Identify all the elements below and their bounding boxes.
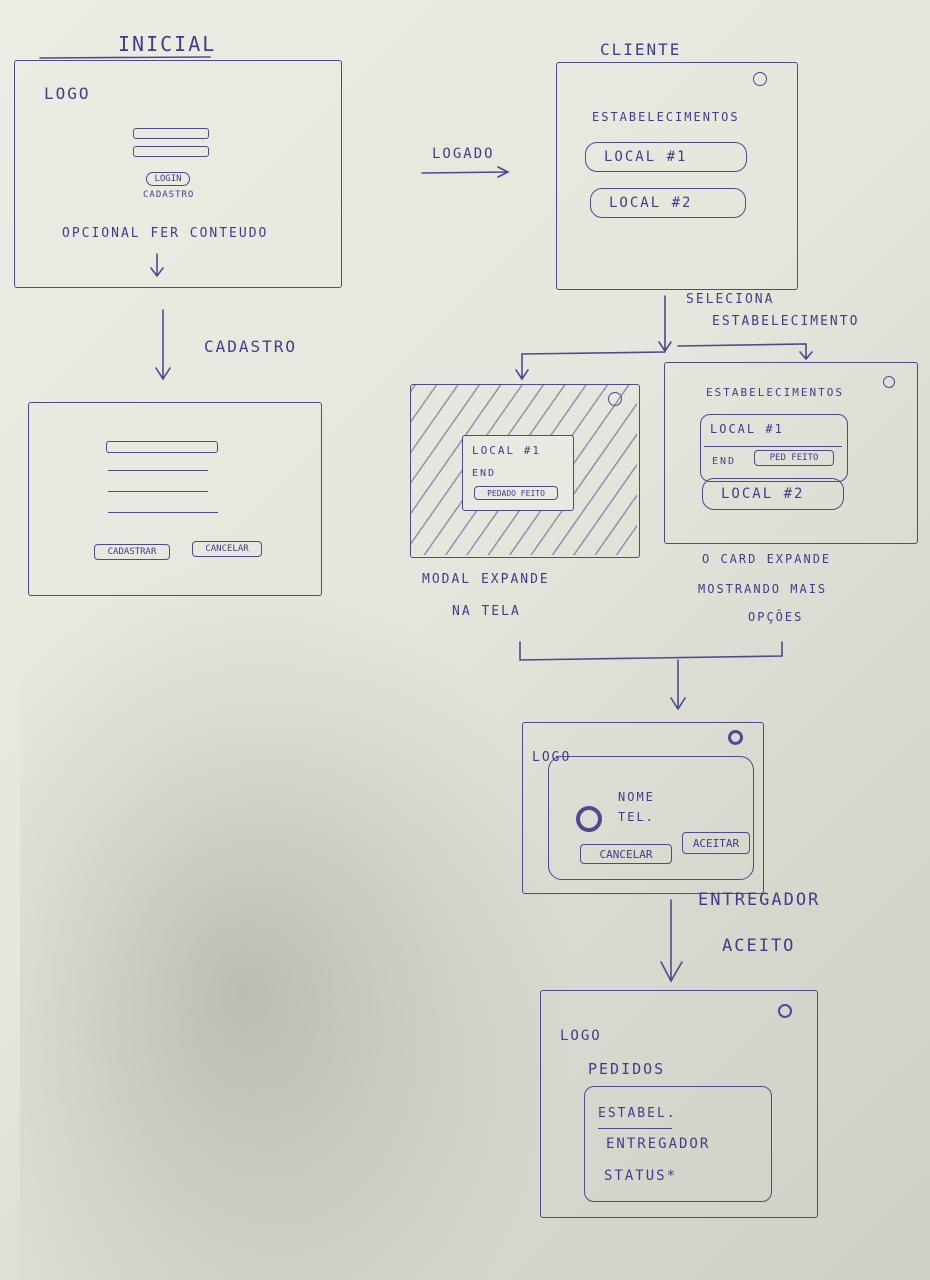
card-divider — [704, 446, 842, 447]
entregador-cancelar-button[interactable]: CANCELAR — [580, 844, 672, 864]
card-heading: ESTABELECIMENTOS — [706, 386, 844, 399]
card-profile-icon[interactable] — [883, 376, 895, 388]
cliente-title: CLIENTE — [600, 40, 682, 59]
pedido-divider — [598, 1128, 672, 1129]
card-pedido-button[interactable]: PED FEITO — [754, 450, 834, 466]
entregador-tel: TEL. — [618, 810, 655, 824]
modal-local: LOCAL #1 — [472, 444, 541, 457]
card-end: END — [712, 456, 737, 467]
entregador-nome: NOME — [618, 790, 655, 804]
cadastro-input-line-2[interactable] — [108, 491, 208, 492]
profile-icon[interactable] — [753, 72, 767, 86]
inicial-arrow — [150, 253, 164, 278]
modal-profile-icon[interactable] — [608, 392, 622, 406]
inicial-title: INICIAL — [118, 32, 217, 56]
branch-left-arrow — [515, 351, 666, 381]
entregador-screen — [522, 722, 764, 894]
modal-caption-2: NA TELA — [452, 604, 521, 619]
modal-end: END — [472, 468, 497, 479]
modal-pedido-button[interactable]: PEDADO FEITO — [474, 486, 558, 500]
pedidos-heading: PEDIDOS — [588, 1060, 666, 1078]
cliente-local-2[interactable]: LOCAL #2 — [590, 188, 746, 218]
cadastro-input-name[interactable] — [106, 441, 218, 453]
pedidos-logo: LOGO — [560, 1028, 602, 1044]
entregador-aceito-line-2: ACEITO — [722, 936, 796, 956]
avatar — [576, 806, 602, 832]
entregador-aceito-line-1: ENTREGADOR — [698, 890, 821, 910]
cadastro-label: CADASTRO — [204, 337, 298, 356]
title-underline — [39, 56, 211, 59]
cadastro-input-line-3[interactable] — [108, 512, 218, 513]
pedidos-screen — [540, 990, 818, 1218]
card-caption-2: MOSTRANDO MAIS — [698, 582, 828, 596]
logado-arrow — [421, 166, 510, 178]
pedido-card[interactable] — [584, 1086, 772, 1202]
entregador-arrow — [660, 899, 683, 983]
cadastro-link[interactable]: CADASTRO — [143, 190, 195, 200]
cadastro-screen — [28, 402, 322, 596]
modal-screen — [410, 384, 640, 558]
card-local-1: LOCAL #1 — [710, 422, 784, 436]
card-expanded[interactable] — [700, 414, 848, 482]
inicial-screen — [14, 60, 342, 288]
pedido-entregador: ENTREGADOR — [606, 1136, 711, 1152]
logado-label: LOGADO — [432, 146, 495, 162]
card-caption-3: OPÇÕES — [748, 610, 804, 624]
login-button[interactable]: LOGIN — [146, 172, 190, 186]
merge-arrow — [519, 641, 783, 711]
card-screen — [664, 362, 918, 544]
inicial-logo: LOGO — [44, 84, 91, 103]
seleciona-arrow — [658, 295, 672, 353]
pedido-status: STATUS* — [604, 1168, 678, 1184]
card-local-2[interactable]: LOCAL #2 — [702, 478, 844, 510]
pedido-estabelecimento: ESTABEL. — [598, 1106, 677, 1121]
optional-content-text: OPCIONAL FER CONTEUDO — [62, 226, 269, 241]
branch-right-arrow — [677, 343, 813, 361]
pedidos-profile-icon[interactable] — [778, 1004, 792, 1018]
username-input[interactable] — [133, 128, 209, 139]
entregador-aceitar-button[interactable]: ACEITAR — [682, 832, 750, 854]
password-input[interactable] — [133, 146, 209, 157]
cliente-heading: ESTABELECIMENTOS — [592, 110, 740, 124]
cadastro-arrow — [155, 309, 171, 381]
seleciona-line-2: ESTABELECIMENTO — [712, 314, 860, 329]
cliente-screen — [556, 62, 798, 290]
cadastro-cancelar-button[interactable]: CANCELAR — [192, 541, 262, 557]
cliente-local-1[interactable]: LOCAL #1 — [585, 142, 747, 172]
cadastrar-button[interactable]: CADASTRAR — [94, 544, 170, 560]
card-caption-1: O CARD EXPANDE — [702, 552, 832, 566]
entregador-modal-card — [548, 756, 754, 880]
seleciona-line-1: SELECIONA — [686, 292, 775, 307]
modal-caption-1: MODAL EXPANDE — [422, 572, 550, 587]
entregador-profile-icon[interactable] — [728, 730, 743, 745]
cadastro-input-line-1[interactable] — [108, 470, 208, 471]
